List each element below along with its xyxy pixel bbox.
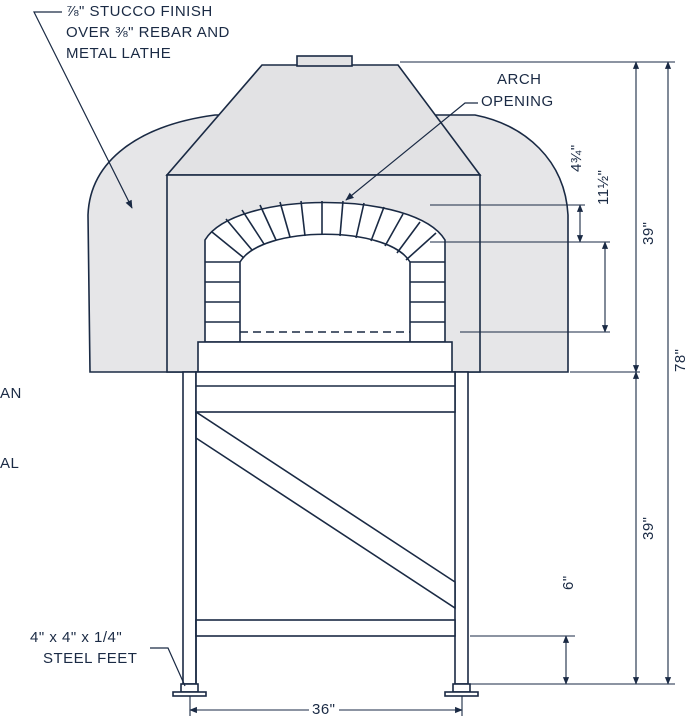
foot-right — [452, 683, 471, 693]
leg-right — [454, 371, 469, 685]
chimney-cap — [296, 55, 353, 67]
arch-callout-line-2: OPENING — [481, 93, 554, 110]
arch-leader — [345, 102, 478, 201]
stucco-callout-line-2: OVER ⅜" REBAR AND — [66, 24, 230, 41]
stucco-callout-line-3: METAL LATHE — [66, 45, 172, 62]
side-bricks — [205, 261, 445, 323]
hood — [165, 64, 482, 176]
dim-label-dome: 39" — [640, 221, 657, 245]
dim-label-opening: 11½" — [595, 169, 612, 205]
left-cut-text-2: AL — [0, 455, 20, 472]
left-cut-text-1: AN — [0, 385, 22, 402]
stucco-leader — [33, 11, 133, 209]
feet-callout-line-2: STEEL FEET — [43, 650, 138, 667]
stucco-callout-line-1: ⅞" STUCCO FINISH — [66, 3, 213, 20]
feet-callout-line-1: 4" x 4" x 1/4" — [30, 629, 123, 646]
dim-label-stand: 39" — [640, 516, 657, 540]
lower-shelf — [195, 619, 456, 637]
arch-callout-line-1: ARCH — [497, 71, 542, 88]
arch-inner — [239, 233, 411, 342]
dim-label-total: 78" — [672, 348, 685, 372]
foot-left-plate — [172, 691, 207, 697]
arch-bricks — [211, 200, 437, 261]
dim-label-shelf: 6" — [560, 575, 577, 590]
foot-right-plate — [444, 691, 479, 697]
dim-label-arch-rise: 4¾" — [568, 144, 585, 172]
hearth-slab — [197, 341, 453, 373]
diagonal-brace — [195, 410, 456, 610]
leg-left — [182, 371, 197, 685]
foot-left — [180, 683, 199, 693]
feet-leader — [150, 647, 186, 687]
dim-label-width: 36" — [309, 700, 339, 720]
arch-opening — [204, 201, 446, 343]
top-frame-band — [195, 371, 456, 413]
